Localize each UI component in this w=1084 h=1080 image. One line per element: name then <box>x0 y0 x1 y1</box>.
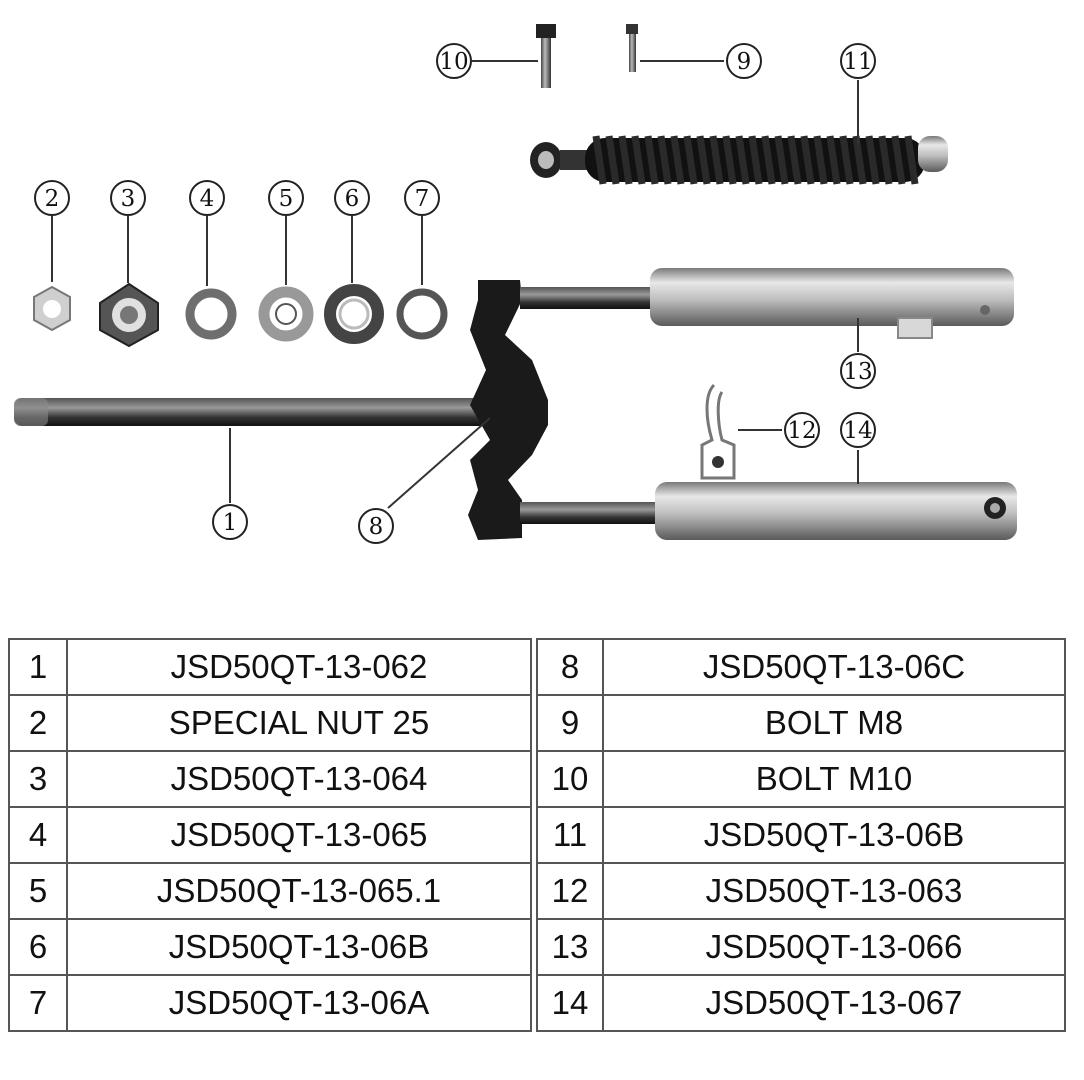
callout-11: 11 <box>840 43 876 79</box>
part-number-cell: 3 <box>8 750 68 808</box>
washer-part <box>185 288 237 340</box>
part-number-cell: 12 <box>536 862 604 920</box>
svg-text:14: 14 <box>843 418 872 444</box>
callout-6: 6 <box>334 180 370 216</box>
bolt-m8-part <box>626 24 638 72</box>
part-number-cell: 6 <box>8 918 68 976</box>
svg-text:5: 5 <box>279 186 294 212</box>
svg-text:2: 2 <box>45 186 60 212</box>
part-name-cell: JSD50QT-13-06A <box>66 974 532 1032</box>
part-number-cell: 9 <box>536 694 604 752</box>
part-name-cell: JSD50QT-13-065.1 <box>66 862 532 920</box>
nut-part <box>99 282 159 348</box>
svg-text:3: 3 <box>121 186 136 212</box>
callout-2: 2 <box>34 180 70 216</box>
brake-bracket-part <box>700 383 736 480</box>
callout-9: 9 <box>726 43 762 79</box>
callout-3: 3 <box>110 180 146 216</box>
callout-7: 7 <box>404 180 440 216</box>
svg-text:12: 12 <box>787 418 816 444</box>
fork-crown-part <box>468 280 548 540</box>
part-name-cell: BOLT M8 <box>602 694 1066 752</box>
callout-14: 14 <box>840 412 876 448</box>
svg-text:1: 1 <box>223 510 238 536</box>
svg-text:9: 9 <box>737 49 752 75</box>
part-number-cell: 7 <box>8 974 68 1032</box>
bearing-cup-part <box>324 284 384 344</box>
callout-group: 10 9 11 2 3 4 5 6 7 1 8 13 12 14 <box>34 43 876 544</box>
leader-lines <box>51 60 859 509</box>
callout-1: 1 <box>212 504 248 540</box>
callout-10: 10 <box>436 43 472 79</box>
part-name-cell: SPECIAL NUT 25 <box>66 694 532 752</box>
part-name-cell: JSD50QT-13-067 <box>602 974 1066 1032</box>
part-name-cell: JSD50QT-13-06C <box>602 638 1066 696</box>
fork-leg-lower-part <box>520 482 1017 540</box>
callout-5: 5 <box>268 180 304 216</box>
part-number-cell: 11 <box>536 806 604 864</box>
svg-text:8: 8 <box>369 514 384 540</box>
exploded-diagram: 10 9 11 2 3 4 5 6 7 1 8 13 12 14 <box>14 24 1017 544</box>
callout-4: 4 <box>189 180 225 216</box>
part-name-cell: JSD50QT-13-06B <box>602 806 1066 864</box>
svg-text:6: 6 <box>345 186 360 212</box>
svg-text:4: 4 <box>200 186 215 212</box>
svg-text:11: 11 <box>843 49 872 75</box>
part-number-cell: 5 <box>8 862 68 920</box>
bearing-cone-part <box>258 286 314 342</box>
part-number-cell: 1 <box>8 638 68 696</box>
svg-text:10: 10 <box>439 49 468 75</box>
part-name-cell: JSD50QT-13-064 <box>66 750 532 808</box>
special-nut-part <box>33 285 71 332</box>
part-name-cell: JSD50QT-13-063 <box>602 862 1066 920</box>
part-number-cell: 13 <box>536 918 604 976</box>
part-number-cell: 8 <box>536 638 604 696</box>
svg-text:7: 7 <box>415 186 430 212</box>
part-name-cell: JSD50QT-13-065 <box>66 806 532 864</box>
svg-text:13: 13 <box>843 359 872 385</box>
part-number-cell: 14 <box>536 974 604 1032</box>
callout-13: 13 <box>840 353 876 389</box>
shock-absorber-part <box>530 135 948 185</box>
steering-stem-part <box>14 398 492 426</box>
bolt-m10-part <box>536 24 556 88</box>
part-number-cell: 4 <box>8 806 68 864</box>
callout-12: 12 <box>784 412 820 448</box>
part-name-cell: BOLT M10 <box>602 750 1066 808</box>
callout-8: 8 <box>358 508 394 544</box>
part-number-cell: 2 <box>8 694 68 752</box>
part-name-cell: JSD50QT-13-062 <box>66 638 532 696</box>
part-number-cell: 10 <box>536 750 604 808</box>
part-name-cell: JSD50QT-13-066 <box>602 918 1066 976</box>
fork-leg-upper-part <box>520 268 1014 339</box>
part-name-cell: JSD50QT-13-06B <box>66 918 532 976</box>
bearing-race-part <box>396 288 448 340</box>
